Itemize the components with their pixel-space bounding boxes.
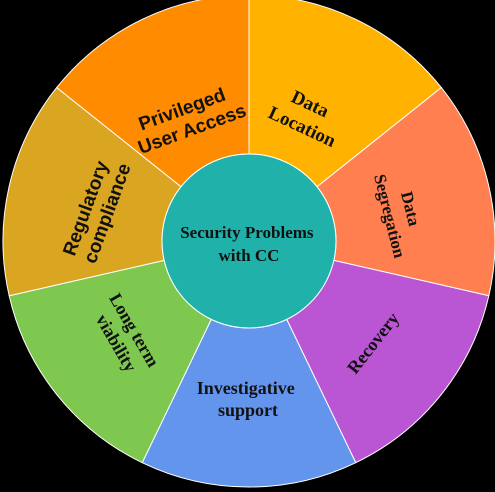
- center-hub: [161, 153, 337, 329]
- label-investigative-line2: support: [218, 400, 278, 420]
- center-title-line2: with CC: [219, 246, 280, 265]
- label-investigative-line1: Investigative: [197, 378, 295, 398]
- label-investigative-support: Investigative support: [197, 378, 300, 420]
- center-title: Security Problems with CC: [180, 223, 318, 265]
- center-title-line1: Security Problems: [180, 223, 314, 242]
